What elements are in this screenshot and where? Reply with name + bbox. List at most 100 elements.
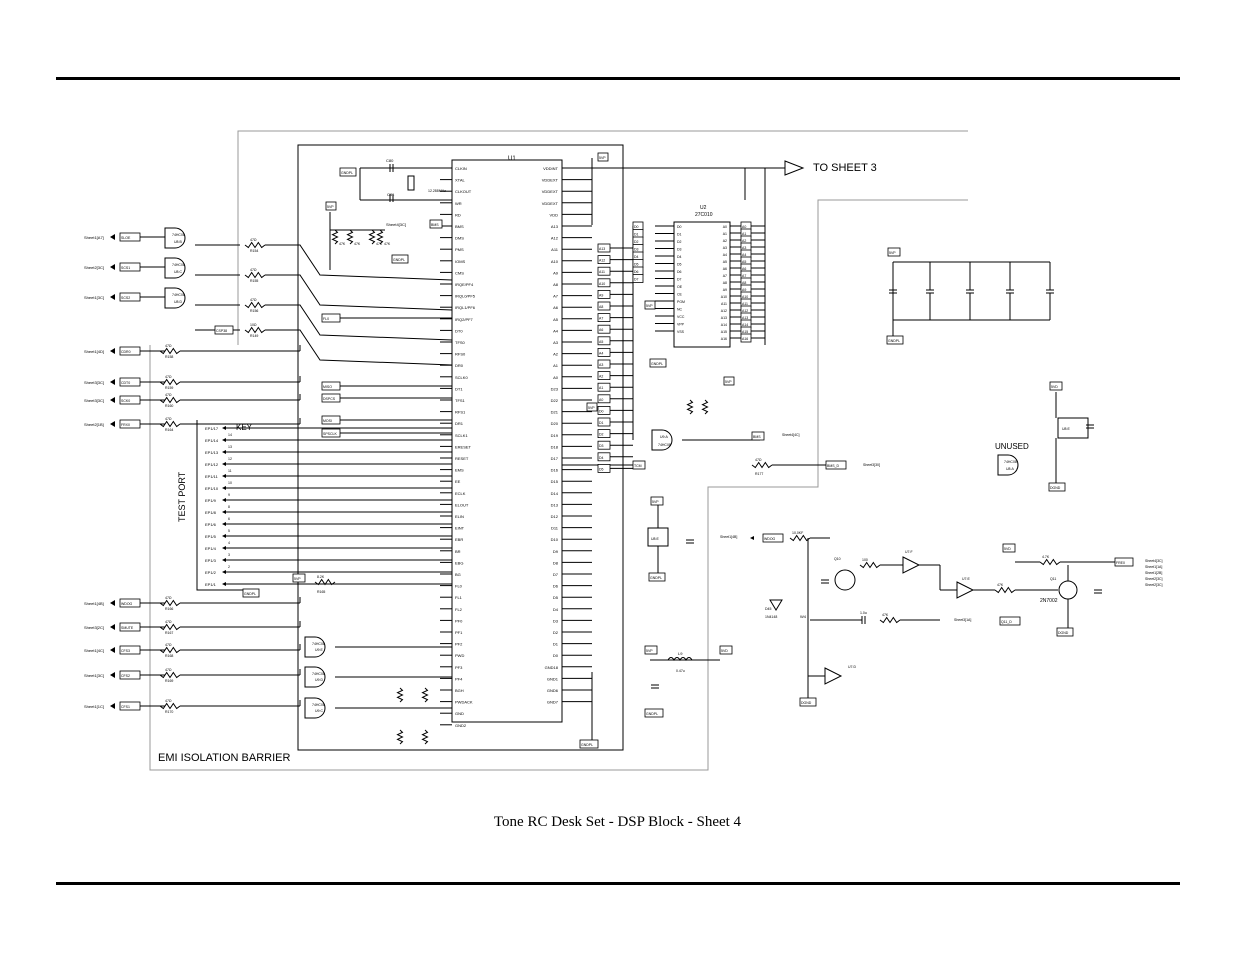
gndpl-text: GNDPL [646,712,658,716]
u1-addr-flag [597,382,611,392]
transistor-q10 [834,569,856,591]
fre0-text: FRE0 [1116,561,1125,565]
u1-addr-flag [597,301,611,311]
gndpl-u8e [648,572,666,582]
gate-name: U8:D [174,300,182,304]
u1-addr-text: A8 [599,305,603,309]
u2-left-pin: VCC [677,315,685,319]
u1-addr-text: D4 [599,456,604,460]
u2-data-text: D5 [634,263,639,267]
u1-left-pin: PWD [455,653,464,658]
res-value: 10.0KF [792,531,803,535]
tcm-text: TCM [634,464,642,468]
test-port-pin: EP1/4 [205,546,217,551]
gate-part: 74HC08 [312,703,325,707]
u1-label: U1 [508,156,516,162]
xtal-label: 12.288MHz [428,189,446,193]
u2-addr-text: A2 [742,239,746,243]
u1-addr-text: A2 [599,375,603,379]
gndpl-text-2: GNDPL [393,258,405,262]
u1-right-pin: GND7 [547,700,559,705]
right-offsheet-label: Sheet2[3C] [1145,583,1163,587]
u1-left-pin: RD [455,212,461,217]
pullup-resistor [376,229,384,245]
c81-label: C81 [387,192,395,197]
offsheet-net-text: SMUTE [121,626,134,630]
offsheet-sheet-label: Sheet2[1B] [84,422,104,427]
u2-addr-text: A16 [742,337,748,341]
gate-part: 74HC08 [658,443,671,447]
xtal-crystal [407,175,415,191]
gate-name: U8:A [1006,467,1014,471]
dgnd-flag [1048,482,1066,492]
offsheet-net-flag [119,645,141,655]
test-port-arrow [222,534,226,538]
res-ref: R165 [317,590,325,594]
net-flag-text-mosi: MOSI [323,419,332,423]
u1-right-pin: D20 [551,421,559,426]
u1-addr-flag [597,417,611,427]
u1-left-pin: ERESET [455,444,472,449]
gate-u9-2 [304,697,326,719]
u1-right-pin: VDDEXT [542,201,559,206]
q11-d-flag [999,616,1021,626]
u1-right-pin: A0 [553,375,559,380]
net-flag-text-fl0: FL0 [323,317,329,321]
u2-left-pin: NC [677,308,683,312]
pullup-res-bottom-2 [396,729,404,745]
u1-addr-text: A10 [599,282,605,286]
u1-left-pin: EBG [455,560,463,565]
pullup-resistor [331,229,339,245]
u1-addr-text: D1 [599,421,604,425]
offsheet-arrow [110,294,115,300]
net-flag-mosi [321,415,341,425]
offsheet-arrow [110,421,115,427]
u2-data-text: D7 [634,278,639,282]
offsheet-arrow [110,624,115,630]
l9-value: 0.47u [676,669,685,673]
u2-addr-flag [740,333,752,343]
w4-label: W4 [800,614,807,619]
offsheet-net-text: CFS3 [121,649,130,653]
u1-addr-text: A0 [599,398,603,402]
test-port-num: 4 [228,541,230,545]
5vp-text: 5VP [588,406,595,410]
bms-flag [751,431,765,441]
u2-addr-text: A1 [742,232,746,236]
gate-to-u1 [265,304,453,341]
u1-left-pin: DR0 [455,363,464,368]
u1-addr-flag [597,452,611,462]
u1-right-pin: A3 [553,340,559,345]
u1-addr-flag [597,359,611,369]
resistor-R169 [159,671,181,679]
res-value: 47Ω [250,268,257,272]
gate-name: U9:C [315,709,323,713]
cap-value: 1.0u [860,611,867,615]
resistor-R183 [994,586,1016,594]
offsheet-arrow [110,647,115,653]
test-port-arrow [222,582,226,586]
bms-sheet: Sheet4[4C] [782,433,800,437]
res-value: 47Ω [250,298,257,302]
u1-right-pin: D2 [553,630,559,635]
gndpl-text: GNDPL [651,362,663,366]
u1-outline [297,144,624,751]
resistor-R177 [751,461,773,469]
test-port-num: 9 [228,493,230,497]
u2-data-text: D2 [634,240,639,244]
offsheet-net-text: CFS2 [121,674,130,678]
bms-d-flag [825,460,847,470]
res-ref: R168 [165,654,173,658]
resistor-R159 [159,378,181,386]
gate-name: U9:A [660,435,668,439]
u2-right-pin: A11 [721,302,727,306]
resistor-R182 [1039,558,1061,566]
u2-right-pin: A15 [721,330,727,334]
offsheet-sheet-label: Sheet1[4C] [84,648,104,653]
u1-left-pin: FL2 [455,607,463,612]
schmitt-u7d [824,667,843,685]
u1-left-pin: WR [455,201,462,206]
u1-left-pin: PF4 [455,676,463,681]
res-ref: R177 [755,472,763,476]
q11-d-text: Q11_D [1001,620,1012,624]
